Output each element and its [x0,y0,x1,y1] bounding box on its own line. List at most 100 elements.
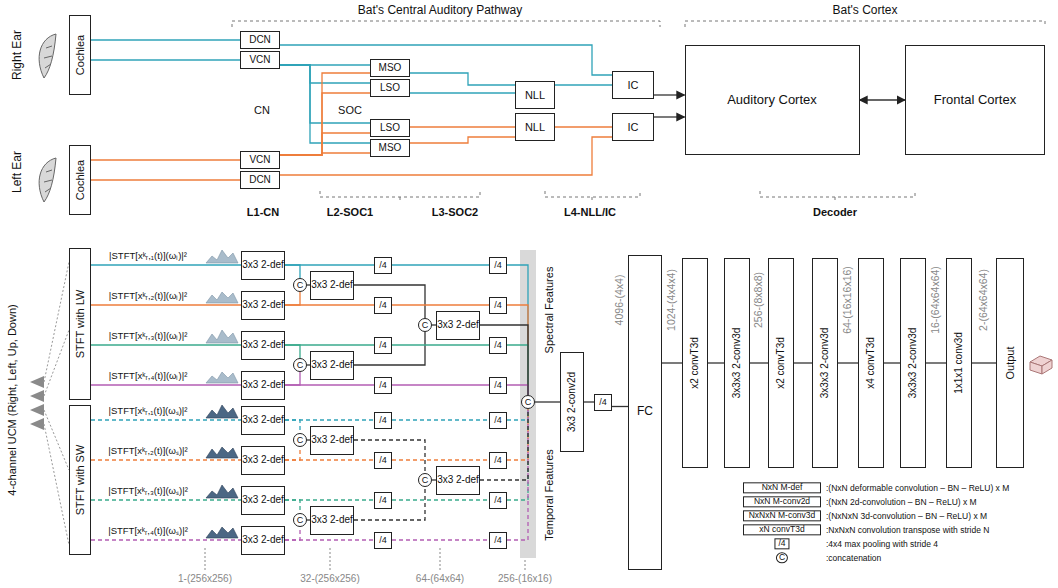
box-text: 3x3x3 2-conv3d [907,328,919,399]
layer-box: /4 [374,492,392,509]
connector [535,401,560,402]
connector [654,94,685,95]
layer-box: /4 [374,412,392,429]
connector [280,65,370,83]
layer-box: 3x3x3 2-conv3d [724,258,750,468]
layer-box: /4 [374,337,392,354]
pathway-box: Cochlea [69,145,91,215]
annotation-label: L4-NLL/IC [564,206,616,218]
box-text: 3x3 2-def [242,414,284,426]
connector [708,362,724,363]
box-text: x2 convT3d [775,337,787,389]
box-text: VCN [249,54,270,66]
layer-box: 3x3 2-def [310,506,354,535]
legend-sample: xN convT3d [743,524,821,535]
connector [280,45,612,75]
layer-box: Output [996,258,1024,468]
spectrogram-thumbnail [206,372,238,383]
connector [507,409,528,420]
layer-box: 3x3 2-def [241,446,285,475]
box-text: 3x3 2-def [311,359,353,371]
box-text: 3x3x3 2-conv3d [731,328,743,399]
connector [750,362,768,363]
annotation-label: |STFT[xᵏᵣ,₂(t)](ωₗ)|² [109,291,187,301]
box-text: 3x3 2-def [311,434,353,446]
layer-box: /4 [489,337,507,354]
connector [410,92,515,93]
connector [285,265,300,278]
box-text: x4 convT3d [865,337,877,389]
connector [91,384,241,385]
legend-sample: C [776,552,788,563]
layer-box: /4 [374,257,392,274]
layer-box: 3x3 2-def [241,251,285,280]
ear-fold [44,170,52,192]
dimension-label: 32-(256x256) [300,573,359,584]
connector [285,292,300,305]
box-text: /4 [379,380,387,390]
legend-sample: NxNxN M-conv3d [743,510,821,521]
layer-box: /4 [489,452,507,469]
connector [662,362,682,363]
annotation-label: Decoder [813,206,857,218]
box-text: 3x3 2-def [242,259,284,271]
connector [507,385,528,395]
box-text: /4 [379,415,387,425]
connector [285,539,374,540]
pathway-box: VCN [240,151,280,169]
box-text: C [422,475,429,485]
box-text: 3x3 2-def [242,454,284,466]
layer-box: 3x3 2-def [241,291,285,320]
layer-box: 3x3 2-def [241,486,285,515]
box-text: C [422,320,429,330]
annotation-label: Left Ear [11,151,24,193]
pathway-box: DCN [240,31,280,49]
connector [280,65,370,123]
connector [91,539,241,540]
box-text: LSO [380,122,400,134]
annotation-label: L1-CN [247,206,279,218]
box-text: 3x3x3 2-conv3d [819,328,831,399]
box-text: /4 [379,340,387,350]
box-text: x2 convT3d [689,337,701,389]
layer-box: 3x3 2-def [241,371,285,400]
connector [285,345,300,358]
layer-box: 3x3 2-def [310,351,354,380]
box-text: C [297,360,304,370]
layer-box: /4 [374,452,392,469]
annotation-label: SOC [338,104,362,116]
layer-box: 3x3 2-def [310,271,354,300]
box-text: IC [628,79,639,92]
box-text: C [525,397,532,407]
box-text: Output [1004,346,1017,379]
connector [392,459,489,460]
box-text: 3x3 2-def [242,379,284,391]
bracket [320,191,480,203]
connector [794,362,812,363]
bracket [760,191,915,203]
spectrogram-thumbnail [206,485,238,498]
box-text: /4 [599,397,607,407]
ear-drawings [39,34,56,202]
box-text: DCN [249,174,271,186]
dimension-label: 256-(8x8x8) [753,272,765,328]
connector [392,384,489,385]
box-text: 3x3 2-def [437,319,479,331]
dimension-label: 4096-(4x4) [614,275,626,326]
connector [884,362,900,363]
ear-shape [39,34,56,78]
box-text: STFT with SW [74,445,87,516]
pathway-box: IC [612,71,654,99]
dimension-label: 1024-(4x4x4) [666,269,678,331]
annotation-label: CN [254,104,270,116]
connector [507,409,528,500]
connector [91,344,241,345]
connector [392,419,489,420]
layer-box: /4 [489,297,507,314]
annotation-label: Bat's Cortex [833,4,898,17]
connector [410,126,515,127]
annotation-label: |STFT[xᵏᵣ,₁(t)](ωₛ)|² [109,406,188,416]
dimension-label: 256-(16x16) [498,573,552,584]
annotation-label: L3-SOC2 [432,206,478,218]
